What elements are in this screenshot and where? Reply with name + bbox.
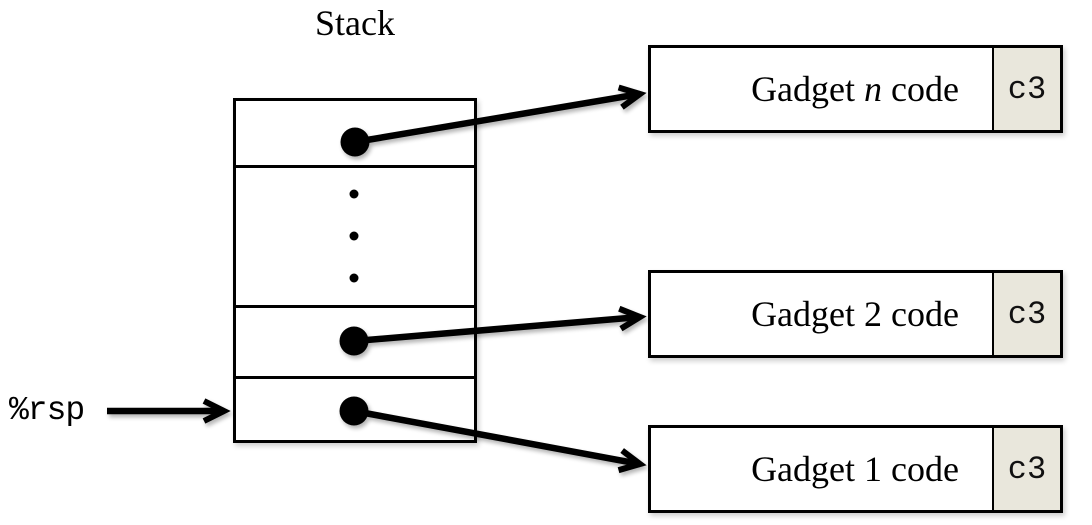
gadget-2-label-prefix: Gadget (751, 294, 865, 334)
stack-cell-return-address-2 (236, 308, 474, 379)
stack-cell-ellipsis (236, 168, 474, 308)
rsp-register-label: %rsp (9, 392, 85, 429)
gadget-n-label-id: n (864, 69, 883, 109)
gadget-1-label-id: 1 (864, 449, 883, 489)
stack-box (233, 98, 477, 443)
gadget-1-label-suffix: code (882, 449, 959, 489)
gadget-1-label: Gadget 1 code (651, 428, 992, 510)
stack-cell-return-address-n (236, 101, 474, 168)
gadget-n-label-prefix: Gadget (751, 69, 865, 109)
gadget-1-ret-byte: c3 (992, 428, 1060, 510)
stack-cell-return-address-1 (236, 379, 474, 440)
gadget-n-label: Gadget n code (651, 48, 992, 130)
gadget-2-box: Gadget 2 code c3 (648, 270, 1063, 358)
stack-title: Stack (315, 3, 395, 43)
gadget-1-box: Gadget 1 code c3 (648, 425, 1063, 513)
gadget-n-ret-byte: c3 (992, 48, 1060, 130)
gadget-n-label-suffix: code (882, 69, 959, 109)
gadget-2-ret-byte: c3 (992, 273, 1060, 355)
gadget-2-label-id: 2 (864, 294, 883, 334)
gadget-2-label-suffix: code (882, 294, 959, 334)
gadget-n-box: Gadget n code c3 (648, 45, 1063, 133)
gadget-2-label: Gadget 2 code (651, 273, 992, 355)
gadget-1-label-prefix: Gadget (751, 449, 865, 489)
